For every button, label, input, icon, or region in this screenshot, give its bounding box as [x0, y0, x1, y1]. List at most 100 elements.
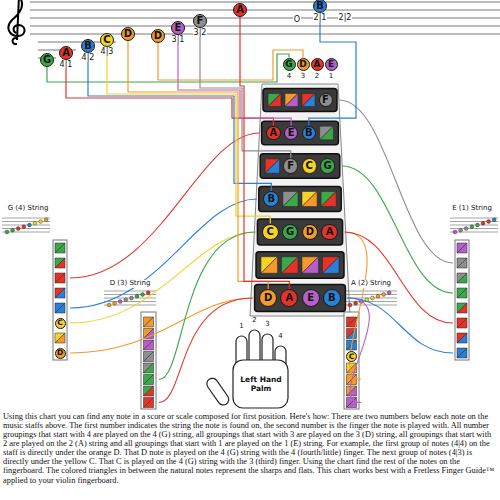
note-node: A4|1: [59, 46, 74, 69]
finger-number: 4: [277, 333, 283, 341]
mini-staff-note: [382, 293, 386, 297]
sharp-flat-triangle: [302, 94, 315, 107]
note-square: [144, 375, 154, 385]
note-letter: B: [263, 191, 279, 207]
note-node: D: [121, 27, 135, 41]
hand-caption: Left Hand Palm: [239, 376, 283, 393]
note-node: F: [319, 93, 333, 107]
note-connector: [178, 44, 291, 126]
mini-staff-note: [470, 225, 474, 229]
note-node: G: [40, 53, 54, 67]
sharp-flat-triangle: [347, 386, 357, 396]
mini-staff-note: [5, 230, 9, 234]
sharp-flat-triangle: [144, 386, 154, 396]
guide-curve: [70, 298, 253, 353]
note-node: C: [262, 224, 279, 241]
note-letter: E: [325, 58, 338, 71]
sharp-flat-triangle: [282, 257, 299, 274]
guide-curve: [345, 232, 453, 323]
note-node: B: [302, 126, 317, 141]
note-letter: C: [262, 224, 279, 241]
note-square: [144, 352, 154, 362]
string-finger-number: 3|1: [171, 36, 186, 44]
note-letter: C: [346, 351, 357, 362]
mini-staff-note: [141, 293, 145, 297]
note-letter: F: [283, 158, 298, 173]
note-node: B4|2: [81, 39, 96, 62]
string-finger-number: 3|2: [193, 29, 208, 37]
note-letter: A: [59, 46, 73, 60]
note-letter: F: [319, 93, 333, 107]
sharp-flat-triangle: [283, 191, 298, 206]
string-finger-number: 4|2: [81, 54, 96, 62]
note-letter: E: [284, 126, 299, 141]
mini-staff-note: [453, 230, 457, 234]
mini-staff-note: [33, 221, 37, 225]
sharp-flat-triangle: [323, 257, 340, 274]
sharp-flat-triangle: [321, 191, 336, 206]
note-connector: [128, 41, 268, 289]
string-finger-number: 4|3: [100, 48, 115, 56]
mini-staff-note: [11, 228, 15, 232]
mini-staff-note: [492, 218, 496, 222]
finger-number: 1: [238, 323, 244, 331]
note-letter: G: [283, 58, 296, 71]
note-letter: E: [302, 289, 320, 307]
finger-number: 2: [251, 317, 257, 325]
note-node: E: [302, 289, 320, 307]
mini-staff-note: [376, 294, 380, 298]
panel-title: A (2) String: [350, 280, 392, 288]
note-node: A: [311, 58, 324, 71]
sharp-flat-triangle: [282, 257, 299, 274]
mini-staff-note: [44, 218, 48, 222]
note-square: [457, 258, 467, 268]
sharp-flat-triangle: [457, 333, 467, 343]
note-letter: B: [313, 0, 327, 13]
note-connector: [309, 22, 356, 126]
note-node: E: [325, 58, 338, 71]
note-letter: G: [40, 53, 54, 67]
sharp-flat-triangle: [457, 303, 467, 313]
fingerboard-row: [260, 154, 340, 178]
sharp-flat-triangle: [144, 363, 154, 373]
note-node: B2|1: [313, 0, 328, 22]
sharp-flat-triangle: [302, 191, 317, 206]
sharp-flat-triangle: [144, 352, 154, 362]
mini-staff-note: [487, 220, 491, 224]
sharp-flat-triangle: [261, 257, 278, 274]
hand-palm: [233, 360, 288, 408]
guide-curve: [70, 199, 257, 308]
mini-staff: [450, 218, 498, 232]
note-node: G: [282, 224, 299, 241]
sharp-flat-triangle: [457, 273, 467, 283]
sharp-flat-triangle: [285, 94, 298, 107]
mini-staff-note: [39, 220, 43, 224]
note-square: [55, 303, 65, 313]
sharp-flat-triangle: [55, 333, 65, 343]
sharp-flat-triangle: [55, 258, 65, 268]
mini-staff-note: [371, 296, 375, 300]
note-node: A: [233, 3, 247, 17]
sharp-flat-triangle: [261, 257, 278, 274]
note-node: D: [55, 348, 66, 359]
note-connector: [200, 37, 291, 158]
sharp-flat-triangle: [457, 243, 467, 253]
sharp-flat-triangle: [55, 258, 65, 268]
sharp-flat-triangle: [283, 191, 298, 206]
sharp-flat-triangle: [144, 386, 154, 396]
sharp-flat-triangle: [302, 257, 319, 274]
guide-curve: [339, 100, 453, 263]
note-letter: D: [121, 27, 135, 41]
sharp-flat-triangle: [144, 363, 154, 373]
guide-curve: [342, 166, 453, 293]
mini-staff-note: [135, 294, 139, 298]
note-letter: B: [302, 126, 317, 141]
hand-thumb: [205, 376, 231, 407]
mini-staff-note: [118, 300, 122, 304]
note-node: A: [321, 224, 338, 241]
sharp-flat-triangle: [320, 126, 334, 140]
note-letter: E: [171, 21, 185, 35]
note-square: [457, 288, 467, 298]
guide-curve: [345, 232, 367, 380]
note-node: D: [151, 29, 165, 43]
